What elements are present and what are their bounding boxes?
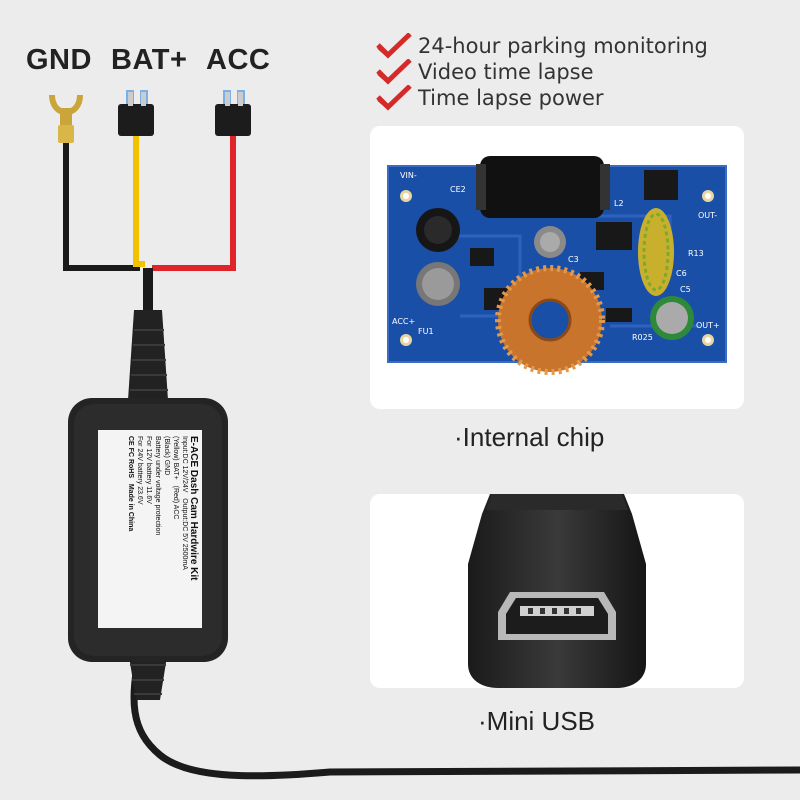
label-gnd: GND [26, 44, 92, 76]
pcb-label-r13: R13 [688, 249, 704, 258]
module-black: (Black) GND [163, 436, 170, 476]
module-brand: E-ACE [188, 436, 199, 468]
pcb-label-vin: VIN- [400, 171, 417, 180]
feature-text: Video time lapse [418, 60, 594, 84]
check-icon [376, 33, 412, 59]
yellow-wire [133, 136, 145, 267]
bat-fuse-tap [118, 90, 154, 136]
mini-usb-card [370, 494, 744, 688]
pcb-label-out-plus: OUT+ [696, 321, 720, 330]
acc-fuse-tap [215, 90, 251, 136]
caption-internal-chip: ·Internal chip [454, 422, 605, 452]
pcb-label-fu1: FU1 [418, 327, 434, 336]
module-protection: Battery under voltage protection [154, 436, 161, 536]
pcb-label-c6: C6 [676, 269, 687, 278]
module-made: Made in China [127, 483, 134, 532]
internal-chip-card: VIN- CE2 L2 OUT- R13 C6 C5 C3 ACC+ FU1 O… [370, 126, 744, 409]
caption-mini-usb: ·Mini USB [478, 706, 596, 736]
module-label: E-ACE Dash Cam Hardwire Kit Input:DC 12V… [98, 430, 202, 628]
check-icon [376, 85, 412, 111]
module-red: (Red) ACC [172, 485, 179, 520]
mini-usb-connector [468, 494, 646, 688]
output-cable [130, 649, 800, 780]
module-input: Input:DC 12V/24V [181, 436, 188, 493]
pcb-label-c3: C3 [568, 255, 579, 264]
check-icon [376, 59, 412, 85]
module-24v: For 24V battery 23.6V [136, 436, 143, 505]
pcb-board: VIN- CE2 L2 OUT- R13 C6 C5 C3 ACC+ FU1 O… [387, 156, 727, 375]
module-marks: CE FC RoHS [127, 436, 134, 478]
module-title: Dash Cam Hardwire Kit [188, 469, 199, 581]
pcb-label-ce2: CE2 [450, 185, 466, 194]
converter-module [68, 398, 228, 662]
strain-relief-bottom [128, 650, 168, 700]
module-output: Output:DC 5V 2500mA [181, 498, 188, 570]
label-bat: BAT+ [111, 44, 188, 76]
black-wire [63, 143, 140, 271]
feature-item: Time lapse power [376, 85, 708, 111]
module-12v: For 12V battery 11.6V [145, 436, 152, 504]
gnd-ring-terminal [49, 94, 83, 143]
feature-text: 24-hour parking monitoring [418, 34, 708, 58]
pcb-label-acc-plus: ACC+ [392, 317, 415, 326]
pcb-label-l2: L2 [614, 199, 624, 208]
red-wire [152, 136, 236, 271]
feature-item: 24-hour parking monitoring [376, 33, 708, 59]
feature-list: 24-hour parking monitoring Video time la… [376, 33, 708, 111]
pcb-label-r025: R025 [632, 333, 653, 342]
feature-text: Time lapse power [418, 86, 604, 110]
strain-relief-top [128, 310, 168, 400]
pcb-label-c5: C5 [680, 285, 691, 294]
feature-item: Video time lapse [376, 59, 708, 85]
label-acc: ACC [206, 44, 271, 76]
pcb-label-out-minus: OUT- [698, 211, 717, 220]
module-yellow: (Yellow) BAT+ [172, 436, 179, 480]
